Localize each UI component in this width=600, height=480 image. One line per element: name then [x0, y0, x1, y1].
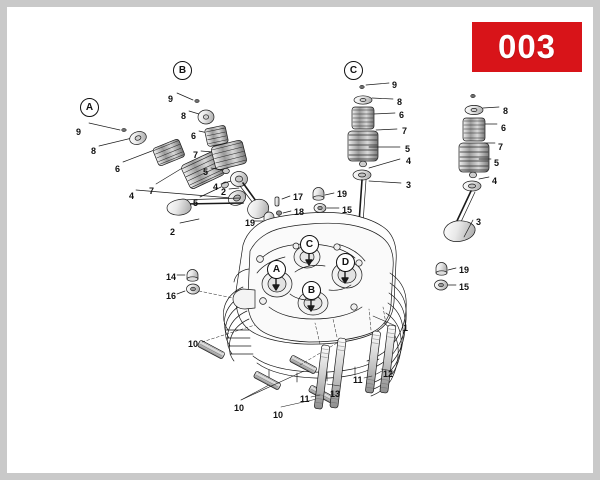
item-number-9: 9	[168, 94, 174, 104]
item-number-5: 5	[494, 158, 500, 168]
item-number-15: 15	[459, 282, 470, 292]
item-number-10: 10	[273, 410, 284, 420]
callout-letter-assembly-b-marker: B	[173, 61, 192, 80]
item-number-2: 2	[221, 187, 227, 197]
item-number-7: 7	[149, 186, 155, 196]
item-number-19: 19	[459, 265, 470, 275]
item-number-4: 4	[492, 176, 498, 186]
item-number-6: 6	[115, 164, 121, 174]
item-number-11: 11	[353, 375, 363, 385]
item-number-11: 11	[300, 394, 310, 404]
item-number-5: 5	[203, 167, 209, 177]
valve-assembly-a	[88, 122, 247, 224]
item-number-8: 8	[181, 111, 187, 121]
item-number-9: 9	[392, 80, 398, 90]
page-number-badge: 003	[472, 22, 582, 72]
item-number-5: 5	[193, 198, 199, 208]
item-number-6: 6	[501, 123, 507, 133]
item-number-7: 7	[498, 142, 504, 152]
item-number-6: 6	[191, 131, 197, 141]
item-number-9: 9	[76, 127, 82, 137]
valve-assembly-b	[176, 92, 270, 219]
item-number-4: 4	[406, 156, 412, 166]
item-number-3: 3	[476, 217, 482, 227]
item-number-19: 19	[245, 218, 256, 228]
item-number-13: 13	[330, 389, 341, 399]
item-number-8: 8	[91, 146, 97, 156]
item-number-10: 10	[188, 339, 199, 349]
callout-letter-head-port-b: B	[302, 281, 321, 300]
page-number-text: 003	[497, 28, 557, 65]
item-number-14: 14	[166, 272, 177, 282]
item-number-8: 8	[397, 97, 403, 107]
callout-letter-head-port-a: A	[267, 260, 286, 279]
item-number-7: 7	[402, 126, 408, 136]
item-number-16: 16	[166, 291, 177, 301]
callout-letter-assembly-c-marker: C	[344, 61, 363, 80]
valve-assembly-d	[443, 94, 500, 242]
callout-letter-head-port-c: C	[300, 235, 319, 254]
item-number-18: 18	[294, 207, 305, 217]
studs-group	[197, 306, 397, 410]
head-callout-arrows	[272, 253, 349, 312]
item-number-10: 10	[234, 403, 245, 413]
callout-letter-assembly-a-marker: A	[80, 98, 99, 117]
item-number-4: 4	[129, 191, 135, 201]
item-number-3: 3	[406, 180, 412, 190]
item-number-19: 19	[337, 189, 348, 199]
item-number-4: 4	[213, 182, 219, 192]
item-number-15: 15	[342, 205, 353, 215]
item-number-17: 17	[293, 192, 304, 202]
item-number-8: 8	[503, 106, 509, 116]
item-number-2: 2	[170, 227, 176, 237]
item-number-5: 5	[405, 144, 411, 154]
item-number-1: 1	[403, 323, 409, 333]
item-number-7: 7	[193, 150, 199, 160]
item-number-12: 12	[383, 369, 394, 379]
callout-letter-head-port-d: D	[336, 253, 355, 272]
item-number-6: 6	[399, 110, 405, 120]
